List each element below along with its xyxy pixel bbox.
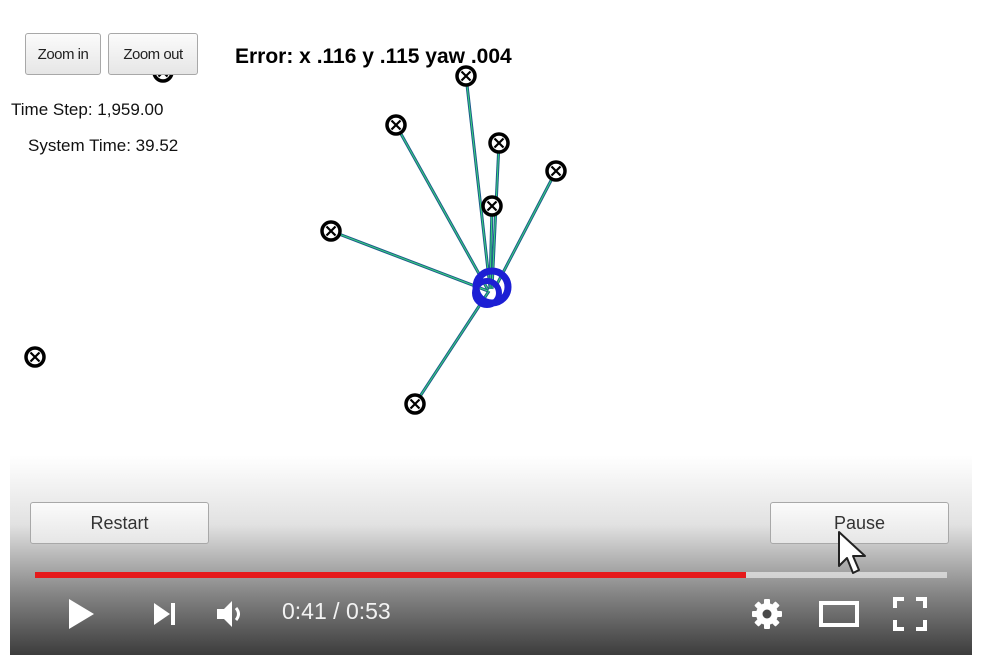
system-time-label: System Time: 39.52 bbox=[28, 136, 179, 155]
volume-button[interactable] bbox=[210, 594, 250, 634]
observation-rays bbox=[330, 75, 558, 405]
landmark-marker-icon bbox=[385, 114, 407, 136]
duration: 0:53 bbox=[345, 598, 391, 624]
error-readout: Error: x .116 y .115 yaw .004 bbox=[235, 45, 512, 68]
landmark-marker-icon bbox=[24, 346, 46, 368]
landmarks bbox=[24, 61, 567, 415]
time-display: 0:41 / 0:53 bbox=[282, 598, 391, 625]
current-time: 0:41 bbox=[282, 598, 327, 624]
theater-mode-button[interactable] bbox=[815, 594, 863, 634]
restart-button[interactable]: Restart bbox=[30, 502, 209, 544]
landmark-marker-icon bbox=[488, 132, 510, 154]
next-icon bbox=[154, 603, 175, 625]
time-step-label: Time Step: 1,959.00 bbox=[11, 100, 164, 119]
progress-bar-played bbox=[35, 572, 747, 578]
landmark-marker-icon bbox=[320, 220, 342, 242]
theater-mode-icon bbox=[819, 601, 859, 627]
zoom-in-button[interactable]: Zoom in bbox=[25, 33, 101, 75]
landmark-marker-icon bbox=[455, 65, 477, 87]
play-icon bbox=[69, 599, 94, 629]
fullscreen-button[interactable] bbox=[888, 594, 932, 634]
cursor-arrow-icon bbox=[838, 531, 866, 574]
settings-gear-icon bbox=[752, 599, 782, 629]
time-separator: / bbox=[333, 598, 340, 624]
progress-bar[interactable] bbox=[35, 572, 947, 578]
landmark-marker-icon bbox=[481, 195, 503, 217]
volume-icon bbox=[217, 601, 240, 627]
settings-button[interactable] bbox=[746, 594, 788, 634]
robot-vehicle bbox=[472, 267, 512, 308]
play-button[interactable] bbox=[60, 594, 102, 634]
landmark-marker-icon bbox=[545, 160, 567, 182]
zoom-out-button[interactable]: Zoom out bbox=[108, 33, 198, 75]
fullscreen-icon bbox=[893, 597, 927, 631]
next-button[interactable] bbox=[144, 596, 184, 632]
landmark-marker-icon bbox=[404, 393, 426, 415]
pause-button[interactable]: Pause bbox=[770, 502, 949, 544]
player-controls-gradient bbox=[10, 455, 972, 655]
